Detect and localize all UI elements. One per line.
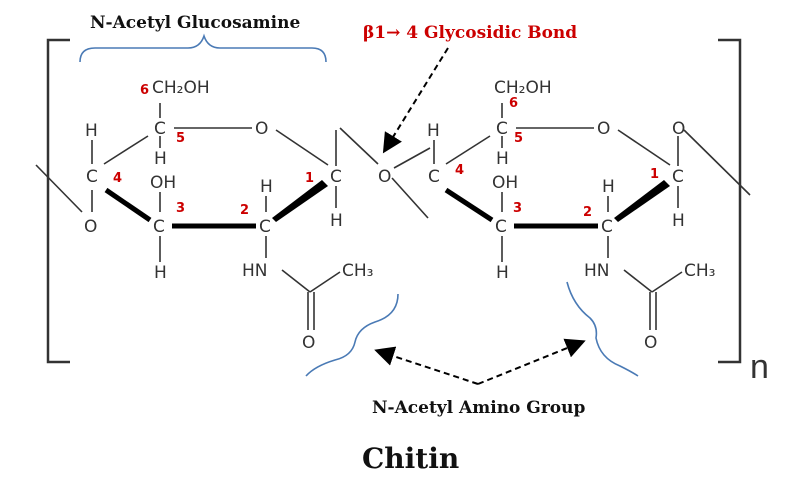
num-1-right: 1 xyxy=(650,167,659,182)
right-bold-bond-1 xyxy=(444,187,494,223)
atom-hn-right: HN xyxy=(584,261,610,281)
atom-ch3-left: CH₃ xyxy=(342,261,373,281)
label-glycosidic-bond: β1→ 4 Glycosidic Bond xyxy=(363,23,577,43)
atom-h1-right: H xyxy=(672,211,685,231)
atom-c5-right: C xyxy=(496,119,508,139)
atom-hn-left: HN xyxy=(242,261,268,281)
atom-c5-left: C xyxy=(154,119,166,139)
atom-o-glycosidic: O xyxy=(378,167,391,187)
right-ring-bonds xyxy=(433,103,751,330)
atom-h2-right: H xyxy=(602,177,615,197)
glucosamine-brace xyxy=(79,33,327,63)
left-bold-bond-1 xyxy=(104,187,152,223)
atom-h5-left: H xyxy=(154,149,167,169)
atom-c2-left: C xyxy=(259,217,271,237)
num-5-right: 5 xyxy=(514,131,523,146)
atom-o1-right: O xyxy=(672,119,685,139)
atom-c4-right: C xyxy=(428,167,440,187)
num-4-left: 4 xyxy=(113,171,122,186)
atom-ch2oh-right: CH₂OH xyxy=(494,78,552,98)
atom-h3-right: H xyxy=(496,263,509,283)
atom-h1-left: H xyxy=(330,211,343,231)
glycosidic-bond-right xyxy=(393,147,431,169)
num-4-right: 4 xyxy=(455,163,464,178)
glycosidic-bond-left xyxy=(391,177,429,219)
right-bracket xyxy=(718,38,742,364)
diagram-title-chitin: Chitin xyxy=(362,442,459,475)
num-3-right: 3 xyxy=(513,201,522,216)
atom-o-ring-right: O xyxy=(597,119,610,139)
atom-o4-left: O xyxy=(84,217,97,237)
left-wedge-bond xyxy=(272,180,328,222)
num-3-left: 3 xyxy=(176,201,185,216)
atom-h5-right: H xyxy=(496,149,509,169)
label-n-acetyl-glucosamine: N-Acetyl Glucosamine xyxy=(90,13,300,33)
num-5-left: 5 xyxy=(176,131,185,146)
atom-o-carbonyl-left: O xyxy=(302,333,315,353)
num-6-left: 6 xyxy=(140,83,149,98)
carbon-numbers-left: 6 5 4 3 2 1 xyxy=(113,83,314,218)
amino-arrow-left xyxy=(374,346,479,385)
atom-h3-left: H xyxy=(154,263,167,283)
num-1-left: 1 xyxy=(305,171,314,186)
num-2-right: 2 xyxy=(583,205,592,220)
atom-c4-left: C xyxy=(86,167,98,187)
atom-ch2oh-left: CH₂OH xyxy=(152,78,210,98)
repeat-unit-n: n xyxy=(750,348,769,386)
label-n-acetyl-amino-group: N-Acetyl Amino Group xyxy=(372,398,585,418)
atom-c1-right: C xyxy=(672,167,684,187)
atom-o-ring-left: O xyxy=(255,119,268,139)
atom-h2-left: H xyxy=(260,177,273,197)
left-amino-brace xyxy=(305,293,399,377)
atom-o-carbonyl-right: O xyxy=(644,333,657,353)
num-6-right: 6 xyxy=(509,96,518,111)
atom-oh3-left: OH xyxy=(150,173,176,193)
atom-h4-right: H xyxy=(427,121,440,141)
amino-arrow-right xyxy=(477,338,586,385)
atom-c3-left: C xyxy=(153,217,165,237)
left-ring-bonds xyxy=(35,103,379,330)
left-bracket xyxy=(46,38,70,364)
atom-c2-right: C xyxy=(601,217,613,237)
atom-c3-right: C xyxy=(495,217,507,237)
atom-ch3-right: CH₃ xyxy=(684,261,715,281)
num-2-left: 2 xyxy=(240,203,249,218)
atom-h4-left: H xyxy=(85,121,98,141)
carbon-numbers-right: 6 5 4 3 2 1 xyxy=(455,96,659,220)
atom-oh3-right: OH xyxy=(492,173,518,193)
atom-c1-left: C xyxy=(330,167,342,187)
right-amino-brace xyxy=(566,281,639,377)
right-wedge-bond xyxy=(614,180,670,222)
